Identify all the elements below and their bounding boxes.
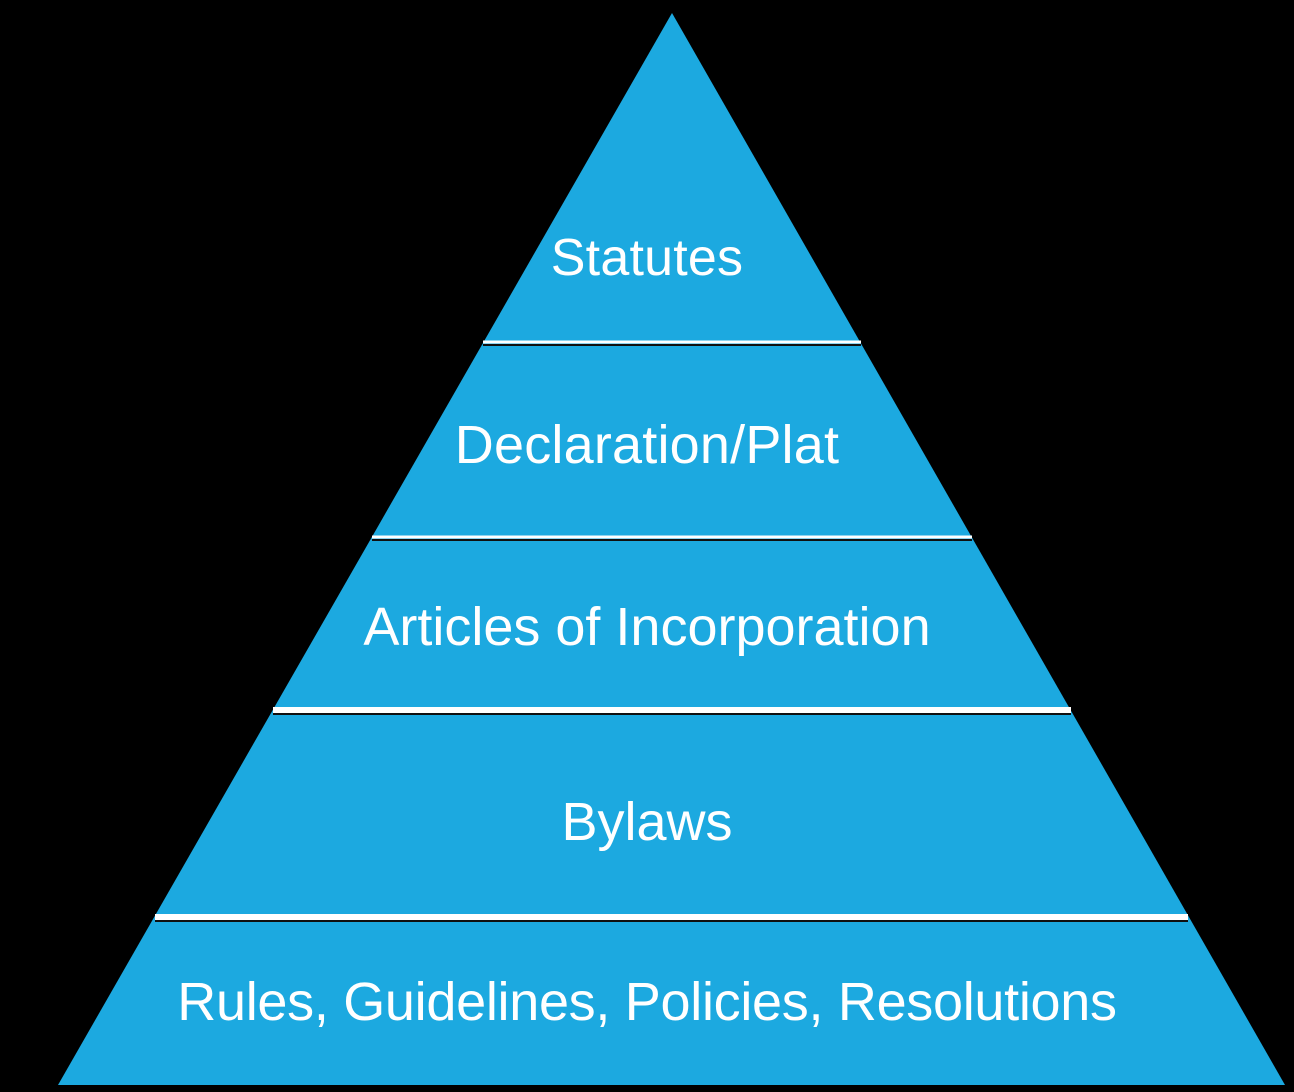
pyramid-body — [58, 13, 1285, 1085]
divider-line-3 — [273, 707, 1071, 715]
divider-line-2 — [372, 535, 972, 541]
divider-line-1 — [483, 340, 861, 346]
divider-line-4 — [155, 914, 1188, 922]
